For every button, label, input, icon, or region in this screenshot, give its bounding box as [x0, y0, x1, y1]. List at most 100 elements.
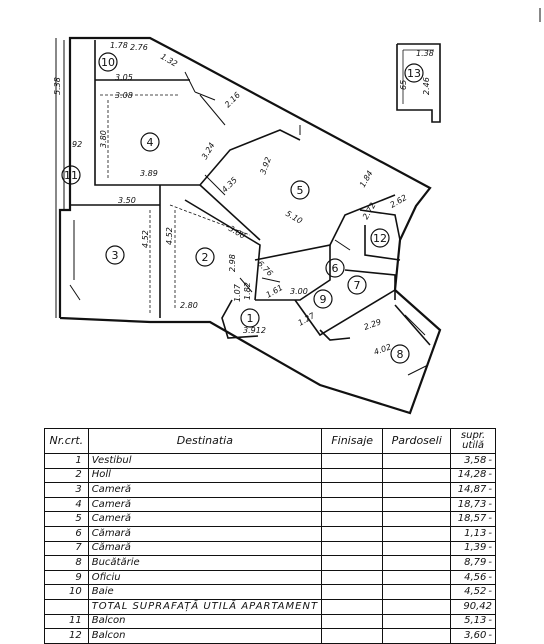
- row-finisaje: [321, 569, 384, 586]
- dimension-label: 3.24: [200, 141, 217, 161]
- row-area: 3,58-: [450, 453, 496, 469]
- row-area-dash: -: [488, 629, 492, 641]
- dimension-label: 2.29: [363, 317, 383, 332]
- row-finisaje: [321, 496, 384, 513]
- row-area-value: 1,13: [464, 527, 487, 539]
- interior-walls: [70, 40, 431, 346]
- row-area-value: 90,42: [463, 600, 492, 612]
- row-destination: Cameră: [87, 511, 323, 527]
- dimension-label: 3.912: [243, 326, 266, 335]
- row-number: 8: [44, 555, 89, 571]
- dimension-label: 5.10: [284, 209, 304, 226]
- row-finisaje: [321, 482, 384, 498]
- dimension-label: 1.84: [358, 169, 375, 189]
- row-area: 1,39-: [450, 540, 496, 557]
- row-area-dash: -: [488, 586, 492, 598]
- dimension-label: 4.52: [141, 230, 150, 248]
- dimension-label: 3.50: [118, 196, 136, 205]
- dimension-label: 1.07: [233, 283, 242, 302]
- row-finisaje: [321, 540, 384, 557]
- row-destination: Baie: [87, 584, 323, 600]
- row-area: 4,52-: [450, 584, 496, 600]
- row-pardoseli: [382, 496, 452, 513]
- row-finisaje: [321, 584, 384, 600]
- row-area-dash: -: [488, 469, 492, 481]
- row-number: 12: [44, 628, 89, 644]
- header-supr-line1: supr.: [460, 430, 486, 441]
- row-area-value: 18,73: [457, 498, 487, 510]
- room-circle-9: [313, 289, 333, 309]
- row-destination: Cămară: [87, 525, 323, 542]
- header-nr: Nr.crt.: [44, 428, 89, 454]
- row-destination: TOTAL SUPRAFAȚĂ UTILĂ APARTAMENT: [87, 598, 323, 615]
- row-area-value: 1,39: [464, 542, 487, 554]
- row-pardoseli: [382, 613, 452, 630]
- row-pardoseli: [382, 555, 452, 571]
- room-number-8: 8: [397, 348, 404, 361]
- row-destination: Cămară: [87, 540, 323, 557]
- room-13-detail: [396, 43, 441, 123]
- room-circle-6: [325, 258, 345, 278]
- dashed-lines: [100, 94, 251, 315]
- room-number-12: 12: [373, 232, 387, 245]
- row-area-dash: -: [488, 513, 492, 525]
- room-circle-5: [290, 180, 310, 200]
- row-pardoseli: [382, 540, 452, 557]
- row-number: 3: [44, 482, 89, 498]
- row-area-dash: -: [488, 483, 492, 495]
- row-destination: Holl: [87, 467, 323, 484]
- dimension-label: 1.32: [159, 52, 179, 69]
- row-finisaje: [321, 613, 384, 630]
- room-number-7: 7: [354, 279, 361, 292]
- row-finisaje: [321, 467, 384, 484]
- room-circle-4: [140, 132, 160, 152]
- row-area-value: 14,87: [457, 483, 487, 495]
- header-finisaje: Finisaje: [321, 428, 384, 454]
- room-number-3: 3: [112, 249, 119, 262]
- row-destination: Balcon: [87, 613, 323, 630]
- row-area: 18,73-: [450, 496, 496, 513]
- header-suprafata: supr. utilă: [450, 428, 496, 454]
- room-circle-11: [61, 165, 81, 185]
- row-pardoseli: [382, 511, 452, 527]
- legend-header-row: Nr.crt. Destinatia Finisaje Pardoseli su…: [44, 428, 496, 454]
- row-number: 6: [44, 525, 89, 542]
- dimension-label: 3.89: [140, 169, 158, 178]
- room-number-1: 1: [247, 312, 254, 325]
- row-area-dash: -: [488, 615, 492, 627]
- dimension-label: 2.72: [361, 201, 378, 221]
- row-destination: Cameră: [87, 496, 323, 513]
- row-area-value: 8,79: [464, 556, 487, 568]
- room-number-13: 13: [407, 67, 421, 80]
- dimension-label: 3.08: [115, 91, 133, 100]
- room-circle-13: [404, 63, 424, 83]
- dimension-label: 1.78: [110, 41, 128, 50]
- room-number-4: 4: [147, 136, 154, 149]
- row-pardoseli: [382, 453, 452, 469]
- room-number-6: 6: [332, 262, 339, 275]
- dimension-label: 2.46: [422, 77, 431, 95]
- row-pardoseli: [382, 628, 452, 644]
- dimension-label: 3.00: [290, 287, 308, 296]
- row-area-dash: -: [488, 556, 492, 568]
- row-pardoseli: [382, 584, 452, 600]
- row-area-value: 4,56: [464, 571, 487, 583]
- header-destinatia: Destinatia: [87, 428, 323, 454]
- dimension-label: 3.00: [227, 224, 247, 241]
- dimension-label: 1.38: [416, 49, 434, 58]
- row-pardoseli: [382, 482, 452, 498]
- room-circle-7: [347, 275, 367, 295]
- row-number: 1: [44, 453, 89, 469]
- row-pardoseli: [382, 598, 452, 615]
- row-number: 10: [44, 584, 89, 600]
- dimension-label: 2.98: [228, 254, 237, 272]
- room-number-2: 2: [202, 251, 209, 264]
- header-supr-line2: utilă: [462, 440, 485, 451]
- row-area: 3,60-: [450, 628, 496, 644]
- room-circle-10: [98, 52, 118, 72]
